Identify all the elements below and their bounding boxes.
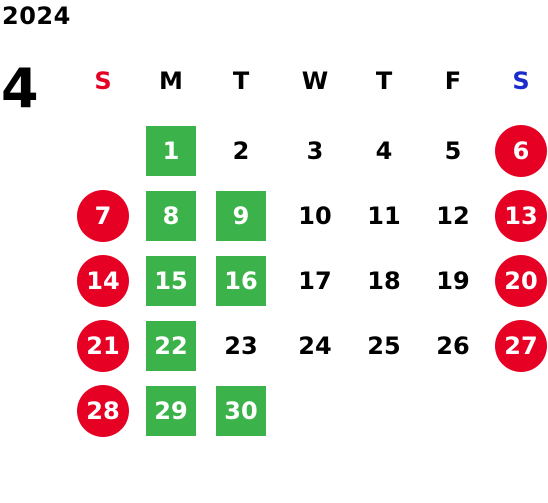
year-label: 2024	[2, 2, 71, 30]
day-cell-26: 26	[436, 332, 470, 360]
day-cell-30: 30	[216, 386, 266, 436]
day-cell-10: 10	[298, 202, 332, 230]
day-cell-5: 5	[444, 137, 462, 165]
day-cell-3: 3	[306, 137, 324, 165]
day-cell-20: 20	[495, 255, 547, 307]
weekday-label-tuesday: T	[232, 67, 250, 95]
day-cell-14: 14	[77, 255, 129, 307]
weekday-label-thursday: T	[375, 67, 393, 95]
day-cell-8: 8	[146, 191, 196, 241]
day-cell-22: 22	[146, 321, 196, 371]
day-cell-12: 12	[436, 202, 470, 230]
day-cell-21: 21	[77, 320, 129, 372]
weekday-label-wednesday: W	[301, 67, 329, 95]
day-cell-15: 15	[146, 256, 196, 306]
day-cell-7: 7	[77, 190, 129, 242]
month-label: 4	[1, 57, 39, 120]
day-cell-6: 6	[495, 125, 547, 177]
weekday-label-saturday: S	[512, 67, 530, 95]
day-cell-1: 1	[146, 126, 196, 176]
day-cell-11: 11	[367, 202, 401, 230]
day-cell-27: 27	[495, 320, 547, 372]
weekday-label-sunday: S	[94, 67, 112, 95]
day-cell-13: 13	[495, 190, 547, 242]
weekday-label-friday: F	[444, 67, 462, 95]
day-cell-28: 28	[77, 385, 129, 437]
weekday-label-monday: M	[159, 67, 183, 95]
day-cell-16: 16	[216, 256, 266, 306]
day-cell-24: 24	[298, 332, 332, 360]
day-cell-9: 9	[216, 191, 266, 241]
day-cell-19: 19	[436, 267, 470, 295]
day-cell-4: 4	[375, 137, 393, 165]
day-cell-29: 29	[146, 386, 196, 436]
day-cell-18: 18	[367, 267, 401, 295]
day-cell-2: 2	[232, 137, 250, 165]
day-cell-17: 17	[298, 267, 332, 295]
day-cell-23: 23	[224, 332, 258, 360]
day-cell-25: 25	[367, 332, 401, 360]
